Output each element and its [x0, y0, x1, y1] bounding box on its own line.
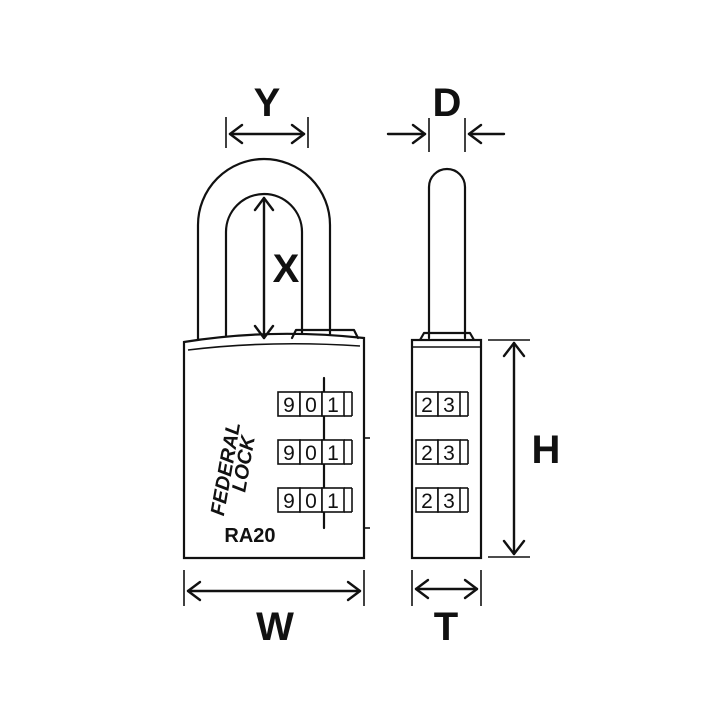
dial-digit: 3 — [443, 442, 455, 465]
dial-digit: 0 — [305, 394, 317, 417]
shackle-collar — [290, 328, 360, 340]
shackle-outer — [196, 157, 332, 344]
arrowhead — [290, 123, 306, 145]
dial-cell — [437, 391, 461, 417]
arrowhead — [463, 578, 479, 600]
arrowhead — [502, 539, 526, 556]
body-top-edge — [187, 342, 361, 351]
dial-cell — [437, 487, 461, 513]
dial-digit: 9 — [283, 442, 295, 465]
dial-digit: 2 — [421, 394, 433, 417]
dimension-label-x: X — [273, 247, 300, 291]
arrowhead — [253, 324, 275, 340]
dial-cell — [321, 391, 345, 417]
dimension-h: H — [488, 339, 561, 558]
dimension-t: T — [411, 570, 482, 649]
arrowhead — [186, 580, 202, 602]
arrowhead — [228, 123, 244, 145]
dial-digit: 1 — [327, 490, 339, 513]
dimension-label-t: T — [434, 605, 458, 649]
arrowhead — [414, 578, 430, 600]
dimension-d: D — [386, 81, 506, 152]
dimension-label-d: D — [433, 81, 462, 125]
dial-digit: 1 — [327, 442, 339, 465]
dimension-label-h: H — [532, 428, 561, 472]
arrowhead — [411, 123, 427, 145]
dimension-label-y: Y — [254, 81, 281, 125]
dial-cell — [321, 487, 345, 513]
dial-digit: 1 — [327, 394, 339, 417]
dial-digit: 0 — [305, 442, 317, 465]
dimension-w: W — [183, 570, 365, 649]
model-number: RA20 — [224, 525, 275, 547]
dial-digit: 2 — [421, 490, 433, 513]
dial-digit: 3 — [443, 394, 455, 417]
dial-cell — [437, 439, 461, 465]
shackle-inner — [224, 192, 304, 344]
arrowhead — [502, 341, 526, 358]
dial-digit: 0 — [305, 490, 317, 513]
dimension-x: X — [253, 196, 300, 340]
arrowhead — [346, 580, 362, 602]
dial-digit: 9 — [283, 394, 295, 417]
arrowhead — [253, 196, 275, 212]
side-shackle — [427, 167, 467, 340]
dial-digit: 9 — [283, 490, 295, 513]
dimension-label-w: W — [256, 605, 294, 649]
dial-digit: 3 — [443, 490, 455, 513]
arrowhead — [467, 123, 483, 145]
dimension-y: Y — [225, 81, 309, 148]
dial-digit: 2 — [421, 442, 433, 465]
side-collar — [418, 331, 476, 342]
dial-cell — [321, 439, 345, 465]
